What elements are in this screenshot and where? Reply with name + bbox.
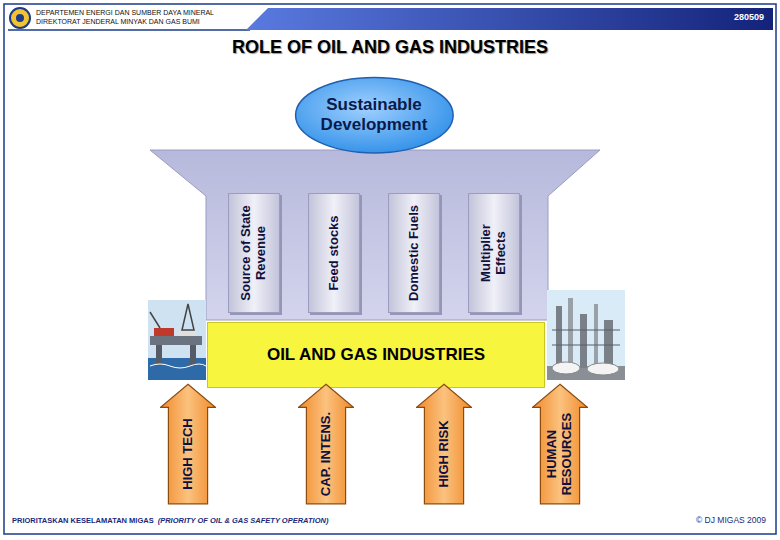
goal-text: Sustainable Development xyxy=(315,95,433,134)
arrow-text: HIGH RISK xyxy=(437,406,452,502)
rig-module xyxy=(178,330,196,336)
arrow-shape xyxy=(161,384,216,504)
offshore-rig-picture xyxy=(148,300,206,380)
band-text: OIL AND GAS INDUSTRIES xyxy=(267,345,485,365)
rig-leg xyxy=(190,342,196,366)
arrow-shape xyxy=(533,384,588,504)
support-pillar: Feed stocks xyxy=(308,193,360,313)
slide-frame xyxy=(4,4,776,534)
header-bar xyxy=(246,8,773,30)
rig-deck xyxy=(150,336,202,345)
refinery-column xyxy=(580,314,587,368)
sky xyxy=(547,290,625,380)
pillar-text: Feed stocks xyxy=(327,203,342,303)
arrow-shape xyxy=(417,384,472,504)
refinery-column xyxy=(604,320,613,368)
refinery-picture xyxy=(547,290,625,380)
pipe-rack xyxy=(552,330,620,331)
date-code: 280509 xyxy=(734,12,764,22)
support-pillar: Source of State Revenue xyxy=(228,193,280,313)
pillar-text: Multiplier Effects xyxy=(479,203,509,303)
rig-module xyxy=(154,328,174,336)
driver-arrow: CAP. INTENS. xyxy=(298,383,354,505)
support-pillar: Domestic Fuels xyxy=(388,193,440,313)
arrow-text: HIGH TECH xyxy=(181,406,196,502)
arrow-text: HUMAN RESOURCES xyxy=(545,406,575,502)
pipe-rack xyxy=(552,345,620,346)
arrow-text: CAP. INTENS. xyxy=(319,406,334,502)
rig-leg xyxy=(156,342,162,366)
rig-derrick xyxy=(182,304,194,330)
header-rule xyxy=(8,29,250,31)
slide-title: ROLE OF OIL AND GAS INDUSTRIES xyxy=(0,37,780,58)
ministry-logo xyxy=(10,8,30,28)
pillar-backdrop xyxy=(150,150,600,320)
driver-arrow: HIGH TECH xyxy=(160,383,216,505)
sky xyxy=(148,300,206,380)
ministry-logo xyxy=(16,14,24,22)
goal-ellipse: Sustainable Development xyxy=(294,75,455,155)
ministry-name: DEPARTEMEN ENERGI DAN SUMBER DAYA MINERA… xyxy=(36,9,214,16)
driver-arrow: HUMAN RESOURCES xyxy=(532,383,588,505)
copyright-note: © DJ MIGAS 2009 xyxy=(696,515,766,525)
storage-tank xyxy=(587,363,619,375)
arrow-shape xyxy=(299,384,354,504)
refinery-column xyxy=(594,304,598,368)
safety-slogan-translation: (PRIORITY OF OIL & GAS SAFETY OPERATION) xyxy=(158,516,329,525)
refinery-column xyxy=(556,306,562,368)
ellipse-shape xyxy=(295,77,453,152)
rig-crane xyxy=(150,312,160,328)
directorate-name: DIREKTORAT JENDERAL MINYAK DAN GAS BUMI xyxy=(36,18,200,25)
pillar-text: Domestic Fuels xyxy=(407,203,422,303)
refinery-column xyxy=(568,298,573,368)
support-pillar: Multiplier Effects xyxy=(468,193,520,313)
safety-slogan: PRIORITASKAN KESELAMATAN MIGAS xyxy=(12,516,154,525)
wave xyxy=(150,364,206,368)
pillar-text: Source of State Revenue xyxy=(239,203,269,303)
industry-band: OIL AND GAS INDUSTRIES xyxy=(207,322,545,388)
driver-arrow: HIGH RISK xyxy=(416,383,472,505)
storage-tank xyxy=(552,362,580,374)
